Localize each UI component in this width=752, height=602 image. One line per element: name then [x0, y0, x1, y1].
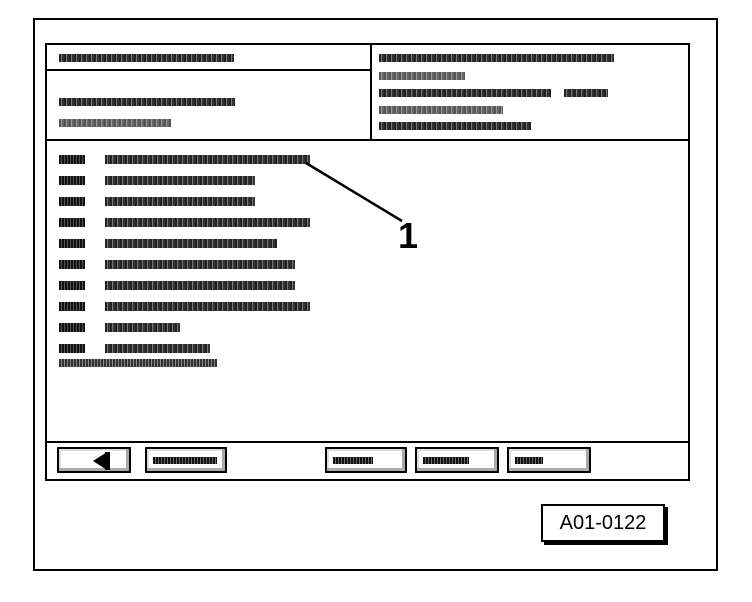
header-left-line-1	[59, 98, 235, 106]
header-right-line-2	[379, 72, 465, 80]
header-title-box	[47, 45, 370, 71]
function-button-4[interactable]	[507, 447, 591, 473]
back-button[interactable]	[57, 447, 131, 473]
header-right-line-5	[379, 122, 531, 130]
button-bar	[47, 441, 688, 479]
header-right-line-3a	[379, 89, 551, 97]
header-left-line-2	[59, 119, 171, 127]
header-title-text	[59, 54, 234, 62]
header-right-panel	[372, 45, 688, 141]
header-right-line-1	[379, 54, 614, 62]
function-button-3[interactable]	[415, 447, 499, 473]
header-left-panel	[47, 45, 372, 141]
tester-screen	[45, 43, 690, 481]
back-arrow-icon	[93, 452, 107, 470]
function-button-1[interactable]	[145, 447, 227, 473]
figure-reference-code: A01-0122	[541, 504, 665, 542]
header-right-line-3b	[564, 89, 608, 97]
list-footer-text	[59, 359, 217, 367]
function-list	[47, 143, 688, 443]
header-right-line-4	[379, 106, 503, 114]
callout-number: 1	[398, 215, 419, 256]
function-button-2[interactable]	[325, 447, 407, 473]
